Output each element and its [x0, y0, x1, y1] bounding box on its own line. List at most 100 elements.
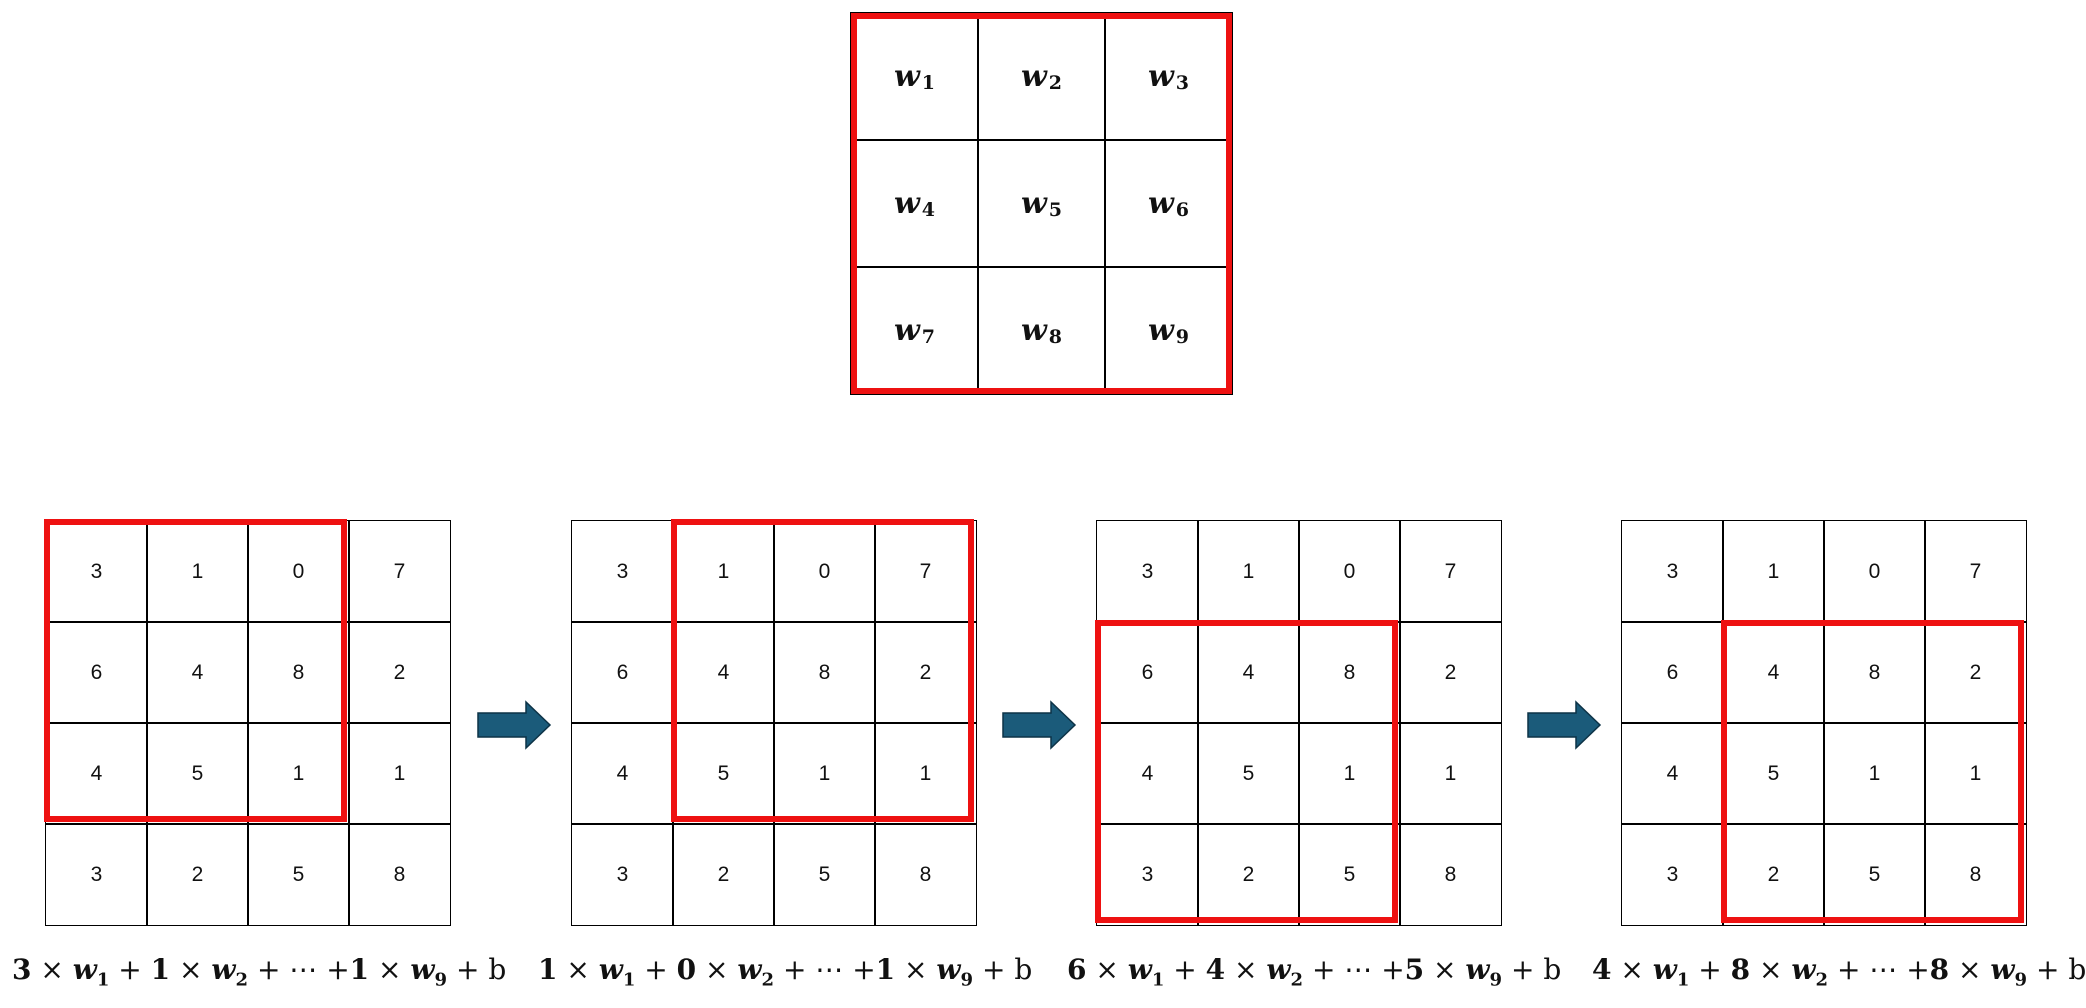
- input-cell: 2: [146, 823, 249, 926]
- input-cell: 5: [1722, 722, 1825, 825]
- formula-step-3: 6 × w1 + 4 × w2 + ⋯ +5 × w9 + b: [1067, 953, 1561, 991]
- formula-operator: +: [635, 953, 677, 986]
- kernel-weight-symbol: w: [1147, 59, 1174, 94]
- input-cell: 0: [773, 520, 876, 623]
- input-cell: 0: [247, 520, 350, 623]
- formula-weight-index: 1: [96, 969, 110, 991]
- input-cell: 6: [571, 621, 674, 724]
- kernel-weight-symbol: w: [1020, 59, 1047, 94]
- formula-operator: ×: [369, 953, 411, 986]
- input-cell: 4: [1197, 621, 1300, 724]
- formula-weight-index: 2: [761, 969, 775, 991]
- input-cell: 1: [874, 722, 977, 825]
- kernel-weight-symbol: w: [893, 186, 920, 221]
- formula-coefficient: 4: [1205, 953, 1226, 986]
- input-cell: 8: [247, 621, 350, 724]
- formula-weight: w: [1127, 953, 1152, 986]
- formula-weight: w: [1266, 953, 1291, 986]
- input-cell: 7: [348, 520, 451, 623]
- input-cell: 3: [571, 520, 674, 623]
- formula-coefficient: 1: [875, 953, 896, 986]
- input-cell: 1: [773, 722, 876, 825]
- kernel-weight-index: 8: [1048, 325, 1063, 348]
- input-cell: 5: [146, 722, 249, 825]
- formula-weight-index: 9: [434, 969, 448, 991]
- kernel-weight-index: 1: [921, 71, 936, 94]
- input-cell: 5: [1197, 722, 1300, 825]
- formula-operator: + ⋯ +: [248, 953, 350, 986]
- input-cell: 4: [1722, 621, 1825, 724]
- kernel-weight-symbol: w: [1020, 186, 1047, 221]
- kernel-weight-symbol: w: [893, 59, 920, 94]
- formula-weight: w: [211, 953, 236, 986]
- kernel-weight-symbol: w: [1020, 313, 1047, 348]
- formula-weight-index: 9: [2014, 969, 2028, 991]
- kernel-weight-index: 9: [1175, 325, 1190, 348]
- formula-operator: ×: [895, 953, 937, 986]
- input-cell: 1: [1197, 520, 1300, 623]
- input-cell: 4: [1096, 722, 1199, 825]
- kernel-weight-index: 6: [1175, 198, 1190, 221]
- kernel-weight-index: 3: [1175, 71, 1190, 94]
- input-cell: 1: [247, 722, 350, 825]
- formula-operator: ×: [1750, 953, 1792, 986]
- formula-weight-index: 9: [960, 969, 974, 991]
- formula-operator: +: [109, 953, 151, 986]
- formula-operator: ×: [1225, 953, 1267, 986]
- formula-weight: w: [598, 953, 623, 986]
- input-cell: 8: [773, 621, 876, 724]
- input-cell: 7: [1924, 520, 2027, 623]
- formula-coefficient: 0: [676, 953, 697, 986]
- formula-weight-index: 1: [1151, 969, 1165, 991]
- input-cell: 5: [1823, 823, 1926, 926]
- formula-weight-index: 9: [1489, 969, 1503, 991]
- input-cell: 1: [1924, 722, 2027, 825]
- input-cell: 1: [348, 722, 451, 825]
- input-cell: 5: [672, 722, 775, 825]
- formula-coefficient: 1: [150, 953, 171, 986]
- input-cell: 1: [672, 520, 775, 623]
- input-cell: 2: [672, 823, 775, 926]
- input-cell: 1: [1823, 722, 1926, 825]
- input-cell: 1: [1298, 722, 1401, 825]
- formula-operator: ×: [1949, 953, 1991, 986]
- formula-operator: + ⋯ +: [1303, 953, 1405, 986]
- formula-weight-index: 2: [235, 969, 249, 991]
- formula-operator: ×: [696, 953, 738, 986]
- right-arrow-icon: [1527, 700, 1602, 750]
- formula-coefficient: 8: [1929, 953, 1950, 986]
- input-cell: 4: [146, 621, 249, 724]
- input-cell: 2: [348, 621, 451, 724]
- formula-weight: w: [1791, 953, 1816, 986]
- formula-operator: ×: [170, 953, 212, 986]
- formula-weight: w: [72, 953, 97, 986]
- input-cell: 3: [1621, 823, 1724, 926]
- formula-step-4: 4 × w1 + 8 × w2 + ⋯ +8 × w9 + b: [1592, 953, 2086, 991]
- input-cell: 7: [1399, 520, 1502, 623]
- input-cell: 2: [1722, 823, 1825, 926]
- kernel-weight-index: 5: [1048, 198, 1063, 221]
- formula-weight: w: [737, 953, 762, 986]
- formula-coefficient: 8: [1730, 953, 1751, 986]
- formula-operator: + ⋯ +: [1828, 953, 1930, 986]
- formula-operator: ×: [1424, 953, 1466, 986]
- input-cell: 2: [1399, 621, 1502, 724]
- input-cell: 2: [874, 621, 977, 724]
- input-cell: 3: [571, 823, 674, 926]
- formula-coefficient: 3: [12, 953, 32, 986]
- input-cell: 3: [1096, 520, 1199, 623]
- input-cell: 8: [1823, 621, 1926, 724]
